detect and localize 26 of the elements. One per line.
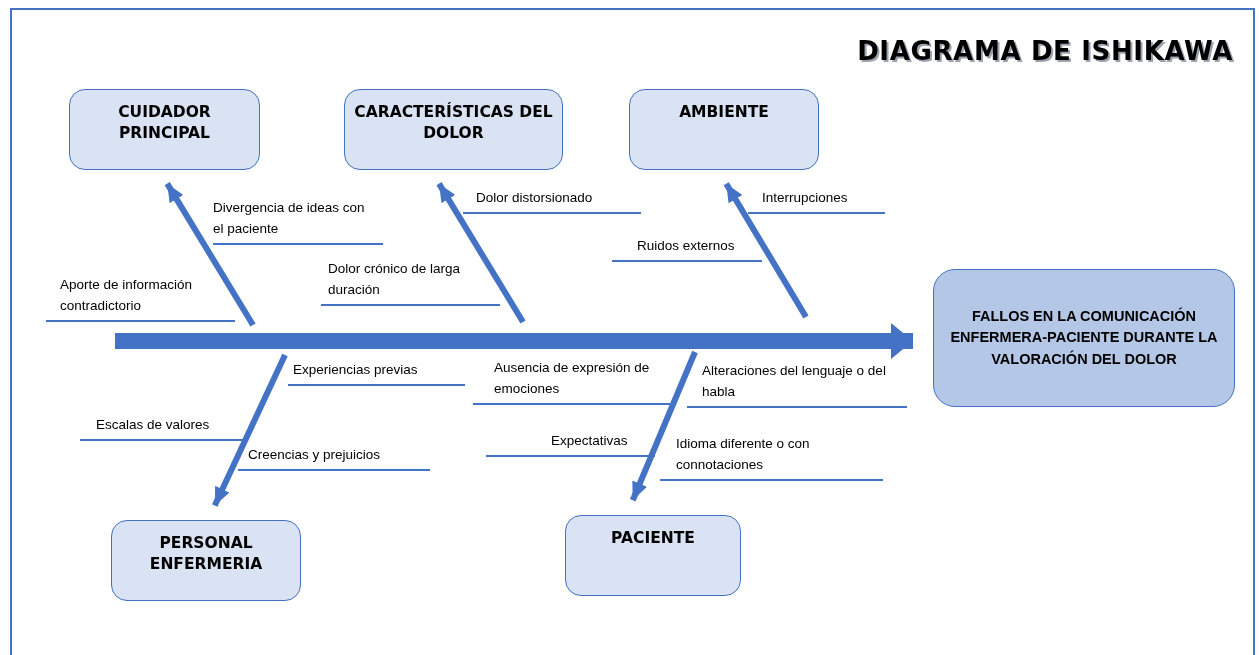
cause-label: Alteraciones del lenguaje o del habla xyxy=(687,359,907,408)
category-box: AMBIENTE xyxy=(629,89,819,170)
category-box: CARACTERÍSTICAS DEL DOLOR xyxy=(344,89,563,170)
bone-arrow xyxy=(212,353,288,507)
title: DIAGRAMA DE ISHIKAWA xyxy=(857,35,1233,68)
cause-label: Divergencia de ideas con el paciente xyxy=(213,196,383,245)
cause-label: Creencias y prejuicios xyxy=(238,444,430,471)
cause-label: Interrupciones xyxy=(748,187,885,214)
bone-arrow xyxy=(723,182,809,319)
category-box: PACIENTE xyxy=(565,515,741,596)
cause-label: Escalas de valores xyxy=(80,414,245,441)
category-box: CUIDADOR PRINCIPAL xyxy=(69,89,260,170)
cause-label: Aporte de información contradictorio xyxy=(46,273,235,322)
cause-label: Ruidos externos xyxy=(612,235,762,262)
bone-arrow xyxy=(164,182,256,327)
cause-label: Idioma diferente o con connotaciones xyxy=(660,432,883,481)
bone-arrow xyxy=(629,350,698,502)
cause-label: Dolor distorsionado xyxy=(463,187,641,214)
cause-label: Expectativas xyxy=(486,430,655,457)
cause-label: Experiencias previas xyxy=(288,359,465,386)
spine-arrow xyxy=(115,323,913,359)
cause-label: Ausencia de expresión de emociones xyxy=(473,356,670,405)
category-box: PERSONAL ENFERMERIA xyxy=(111,520,301,601)
bone-arrow xyxy=(436,182,526,324)
cause-label: Dolor crónico de larga duración xyxy=(321,257,500,306)
effect-box: FALLOS EN LA COMUNICACIÓN ENFERMERA-PACIENTE DURANTE LA VALORACIÓN DEL DOLOR xyxy=(933,269,1235,407)
